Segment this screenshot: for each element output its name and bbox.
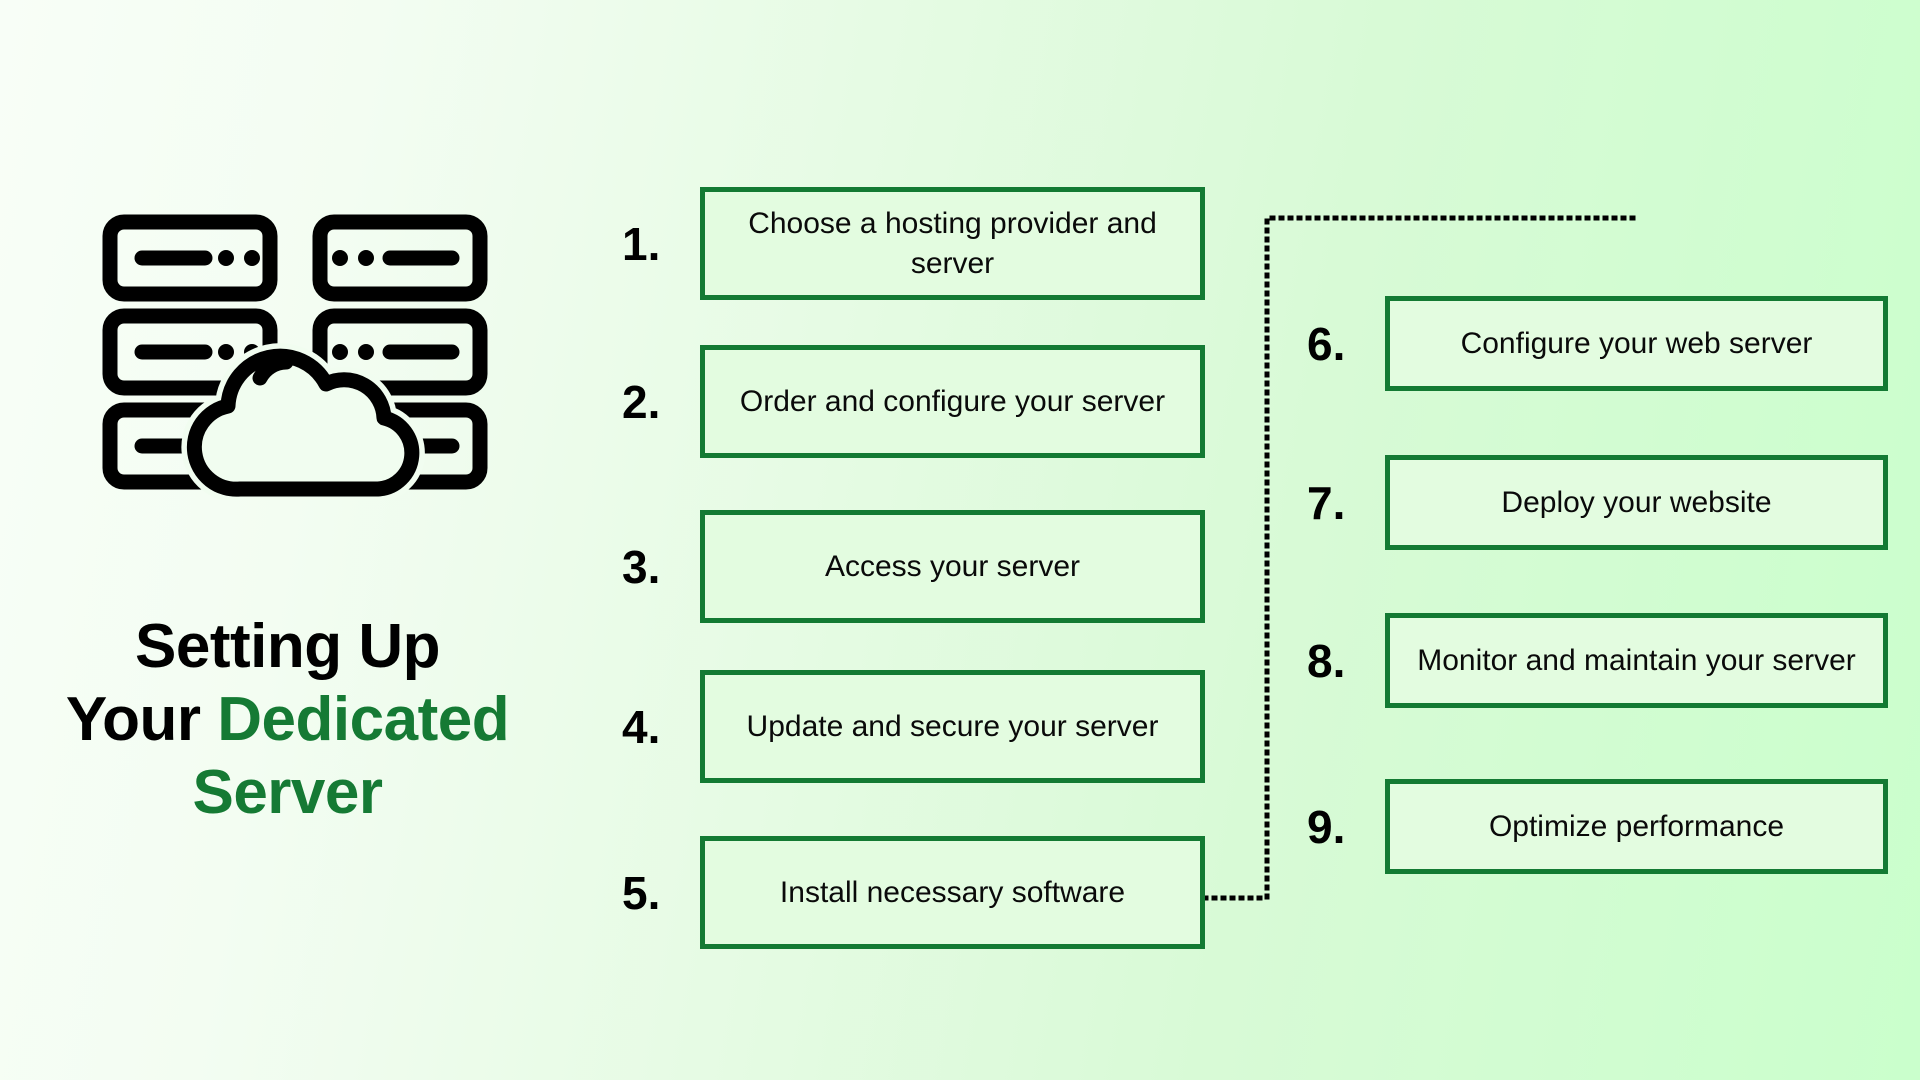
step-box-7[interactable]: Deploy your website <box>1385 455 1888 550</box>
flow-step-6[interactable]: 6. Configure your web server <box>1307 296 1888 391</box>
flow-step-8[interactable]: 8. Monitor and maintain your server <box>1307 613 1888 708</box>
flow-step-9[interactable]: 9. Optimize performance <box>1307 779 1888 874</box>
step-box-9[interactable]: Optimize performance <box>1385 779 1888 874</box>
flow-step-2[interactable]: 2. Order and configure your server <box>622 345 1205 458</box>
title-line-3-accent: Server <box>192 758 383 828</box>
flow-step-1[interactable]: 1. Choose a hosting provider and server <box>622 187 1205 300</box>
server-cloud-icon <box>100 210 490 503</box>
step-box-8[interactable]: Monitor and maintain your server <box>1385 613 1888 708</box>
step-label-6: Configure your web server <box>1460 326 1813 360</box>
step-number-1: 1. <box>622 217 661 270</box>
step-box-2[interactable]: Order and configure your server <box>700 345 1205 458</box>
step-number-6: 6. <box>1307 317 1346 370</box>
step-label-7: Deploy your website <box>1501 485 1772 519</box>
title-line-2-accent: Dedicated <box>217 685 510 755</box>
step-label-8: Monitor and maintain your server <box>1417 643 1856 677</box>
step-number-9: 9. <box>1307 800 1346 853</box>
step-label-9: Optimize performance <box>1488 809 1785 843</box>
step-number-5: 5. <box>622 866 661 919</box>
title-line-1: Setting Up <box>135 612 440 681</box>
step-label-1: Choose a hosting provider and server <box>748 206 1157 280</box>
flow-step-3[interactable]: 3. Access your server <box>622 510 1205 623</box>
step-label-4: Update and secure your server <box>746 709 1159 743</box>
hero-panel: Setting Up Your Dedicated Server <box>0 0 575 1080</box>
step-box-6[interactable]: Configure your web server <box>1385 296 1888 391</box>
step-label-5: Install necessary software <box>779 875 1126 909</box>
step-number-4: 4. <box>622 700 661 753</box>
step-label-2: Order and configure your server <box>739 384 1166 418</box>
flow-step-7[interactable]: 7. Deploy your website <box>1307 455 1888 550</box>
flow-step-5[interactable]: 5. Install necessary software <box>622 836 1205 949</box>
step-box-5[interactable]: Install necessary software <box>700 836 1205 949</box>
step-label-3: Access your server <box>824 549 1081 583</box>
step-box-4[interactable]: Update and secure your server <box>700 670 1205 783</box>
title-line-2-plain: Your <box>65 685 218 755</box>
step-number-3: 3. <box>622 540 661 593</box>
step-box-3[interactable]: Access your server <box>700 510 1205 623</box>
page-title: Setting Up Your Dedicated Server <box>0 610 575 829</box>
step-number-8: 8. <box>1307 634 1346 687</box>
step-number-7: 7. <box>1307 476 1346 529</box>
flow-step-4[interactable]: 4. Update and secure your server <box>622 670 1205 783</box>
step-number-2: 2. <box>622 375 661 428</box>
step-box-1[interactable]: Choose a hosting provider and server <box>700 187 1205 300</box>
